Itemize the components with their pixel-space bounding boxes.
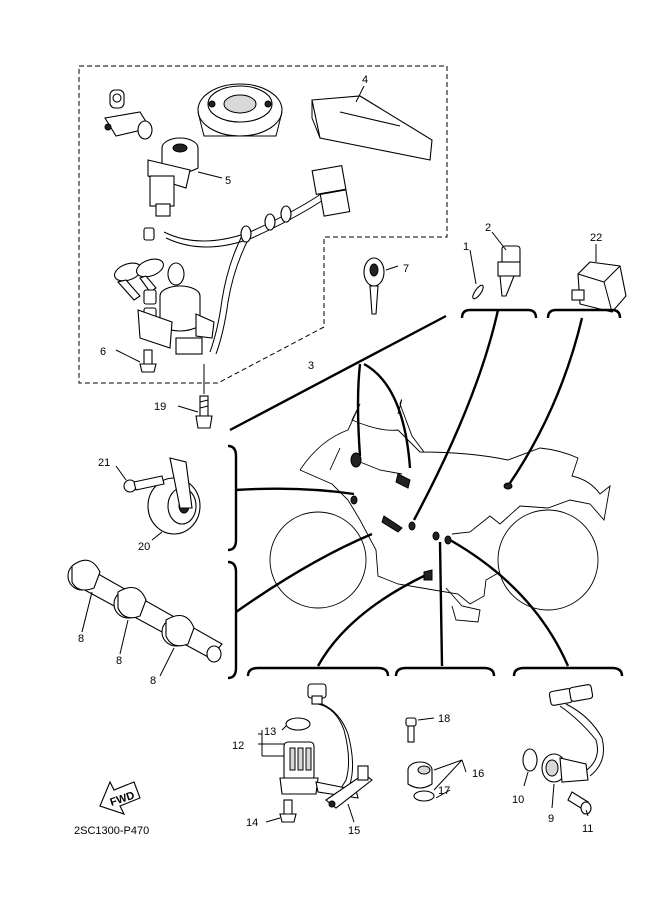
immobilizer-unit[interactable] [311,85,433,161]
callout-4: 4 [362,74,368,86]
wire-harness [163,164,351,355]
bracket-handlebar-group [227,560,238,680]
diagram-code: 2SC1300-P470 [74,825,149,837]
callout-8b: 8 [116,655,122,667]
bolt-14[interactable] [279,799,297,823]
o-ring-17[interactable] [413,790,435,802]
callout-12: 12 [232,740,244,752]
bolt-19[interactable] [195,395,213,429]
screw-18[interactable] [405,717,417,743]
bracket-relay-group [546,308,622,319]
callout-22: 22 [590,232,602,244]
callout-20: 20 [138,541,150,553]
bolt-11[interactable] [567,791,592,815]
clip-1[interactable] [471,284,485,301]
callout-6: 6 [100,346,106,358]
motorcycle-silhouette [269,399,611,623]
screw-6[interactable] [139,349,157,373]
keys-bunch [114,258,185,301]
sidestand-switch[interactable] [279,683,359,799]
callout-5: 5 [225,175,231,187]
neutral-switch[interactable] [407,761,433,789]
speed-sensor[interactable] [541,684,604,783]
bracket-15[interactable] [325,765,373,809]
callout-14: 14 [246,817,258,829]
temperature-sensor[interactable] [497,245,521,297]
callout-10: 10 [512,794,524,806]
callout-15: 15 [348,825,360,837]
callout-7: 7 [403,263,409,275]
bracket-sensor-group [460,308,538,319]
main-switch-body[interactable] [147,137,223,217]
fuel-tank-cap[interactable] [197,83,283,137]
bracket-horn-group [227,444,238,552]
leader-lines [229,309,584,667]
handlebar-switch-boots[interactable] [67,559,223,663]
callout-19: 19 [154,401,166,413]
ignition-lock-assembly[interactable] [112,227,215,355]
callout-11: 11 [582,823,593,835]
bracket-bottom-mid [394,666,496,677]
key-blank[interactable] [363,257,385,315]
callout-18: 18 [438,713,450,725]
callout-1: 1 [463,241,469,253]
callout-17: 17 [438,785,450,797]
callout-21: 21 [98,457,110,469]
callout-8c: 8 [150,675,156,687]
bracket-bottom-right [512,666,624,677]
callout-16: 16 [472,768,484,780]
callout-labels: 1 2 3 4 5 6 7 8 8 8 9 10 11 12 13 14 15 … [78,74,602,837]
callout-8a: 8 [78,633,84,645]
o-ring-10[interactable] [522,748,538,772]
assembly-group-outline [78,65,448,384]
callout-9: 9 [548,813,554,825]
seat-lock-cylinder[interactable] [104,89,153,140]
relay-22[interactable] [571,261,627,313]
callout-3: 3 [308,360,314,372]
fwd-arrow: FWD [99,780,141,815]
o-ring-13[interactable] [285,717,311,731]
bolt-21[interactable] [123,475,165,493]
bracket-bottom-left [246,666,390,677]
callout-2: 2 [485,222,491,234]
horn[interactable] [147,457,201,535]
callout-13: 13 [264,726,276,738]
